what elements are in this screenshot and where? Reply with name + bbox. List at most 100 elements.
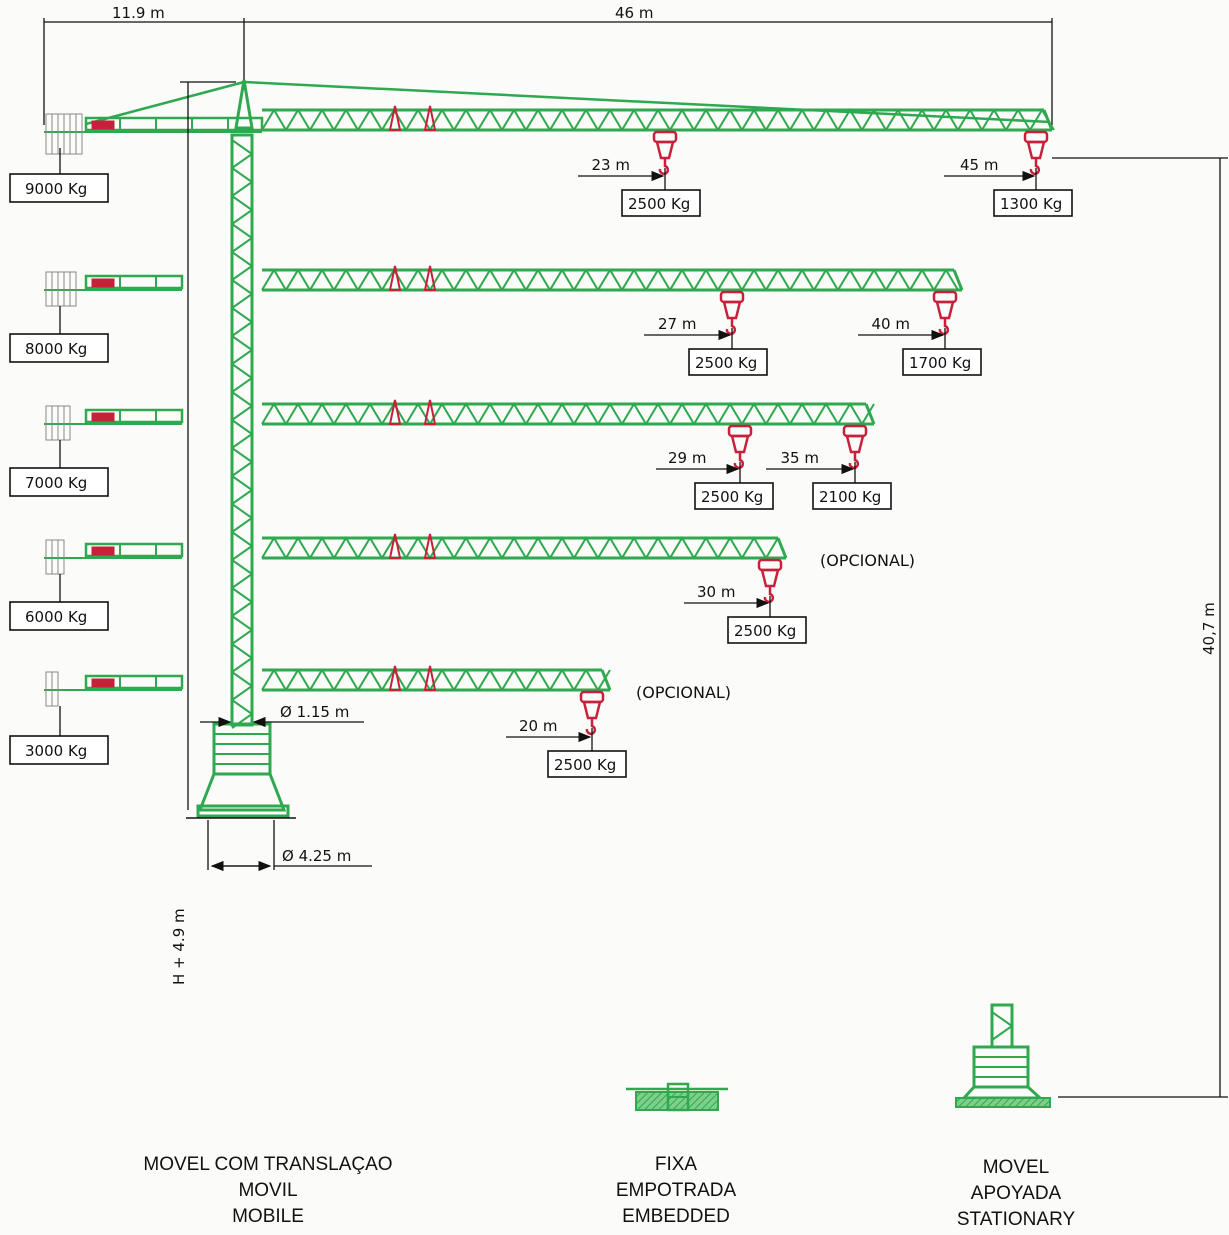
jib-truss [261,399,876,426]
hook-block [730,434,750,454]
winch-motor [91,278,115,288]
counterweight-stack: 8000 Kg [9,271,109,363]
trolley [757,558,783,572]
jib-truss [261,265,964,292]
radius-label: 23 m [592,156,630,174]
capacity-box [688,348,768,376]
capacity-box [812,482,892,510]
embedded-base-drawing [626,1082,728,1112]
trolley [652,130,678,144]
trolley [719,290,745,304]
capacity-box [621,189,701,217]
capacity-label: 1700 Kg [909,354,971,372]
counterweight-stack: 3000 Kg [9,671,109,765]
caption-line: APOYADA [970,1183,1062,1204]
counterweight-label: 6000 Kg [25,608,87,626]
load-point: 30 m 2500 Kg [684,558,807,644]
optional-note: (OPCIONAL) [820,551,915,570]
capacity-box [694,482,774,510]
mast-width-label: Ø 1.15 m [280,703,349,721]
hook-block [935,300,955,320]
load-point: 29 m 2500 Kg [656,424,774,510]
counterweight-box [9,735,109,765]
winch-motor [91,546,115,556]
radius-label: 35 m [781,449,819,467]
winch-motor [91,120,115,130]
jib-truss [261,533,788,560]
radius-label: 29 m [668,449,706,467]
counter-jib [44,274,184,291]
jib-row: 3000 Kg 20 m 2500 Kg (OPCIONAL) [9,665,731,778]
counter-jib [44,408,184,425]
capacity-box [993,189,1073,217]
counterweight-stack: 9000 Kg [9,113,109,203]
counter-jib [44,116,264,133]
load-point: 20 m 2500 Kg [506,690,627,778]
radius-label: 27 m [658,315,696,333]
radius-label: 45 m [960,156,998,174]
optional-note: (OPCIONAL) [636,683,731,702]
counterweight-box [9,601,109,631]
base-width-label: Ø 4.25 m [282,847,351,865]
jib-length-label: 46 m [615,4,653,22]
hook-block [722,300,742,320]
counter-jib-length-label: 11.9 m [112,4,165,22]
counterweight-stack: 7000 Kg [9,405,109,497]
tower-base [186,722,296,819]
capacity-label: 2500 Kg [701,488,763,506]
trolley [1023,130,1049,144]
counterweight-label: 7000 Kg [25,474,87,492]
caption-line: MOVEL COM TRANSLAÇAO [143,1154,393,1175]
base-width-dimension: Ø 4.25 m [207,820,372,872]
stationary-base-drawing [955,1003,1051,1108]
caption-line: MOVEL [982,1157,1050,1178]
counterweight-box [9,333,109,363]
hook-icon [848,452,860,470]
hook-icon [763,586,775,604]
load-point: 35 m 2100 Kg [766,424,892,510]
capacity-box [902,348,982,376]
capacity-box [727,616,807,644]
trolley [932,290,958,304]
counter-jib [44,542,184,559]
hook-icon [725,318,737,336]
top-dimensions: 11.9 m 46 m [43,4,1053,125]
counterweight-label: 9000 Kg [25,180,87,198]
winch-motor [91,678,115,688]
counterweight-label: 8000 Kg [25,340,87,358]
load-point: 23 m 2500 Kg [578,130,701,217]
hook-block [655,140,675,160]
load-point: 27 m 2500 Kg [644,290,768,376]
radius-label: 30 m [697,583,735,601]
stationary-height-label: 40,7 m [1200,602,1218,655]
hook-block [845,434,865,454]
caption-mobile-translation: MOVEL COM TRANSLAÇAO MOVIL MOBILE [118,1152,418,1230]
caption-line: STATIONARY [956,1209,1076,1230]
hook-icon [733,452,745,470]
trolley [727,424,753,438]
winch-motor [91,412,115,422]
caption-line: EMPOTRADA [615,1180,737,1201]
caption-line: FIXA [654,1154,698,1175]
hook-icon [1029,158,1041,176]
hook-icon [585,718,597,736]
tower-height-label: H + 4.9 m [170,908,188,985]
capacity-label: 2100 Kg [819,488,881,506]
height-dimension: H + 4.9 m [170,81,236,985]
radius-label: 20 m [519,717,557,735]
counterweight-stack: 6000 Kg [9,539,109,631]
stationary-height-dimension: 40,7 m [1052,157,1228,1098]
hook-icon [658,158,670,176]
jib-row: 7000 Kg 29 m 2500 Kg 35 m 2100 Kg [9,399,892,510]
trolley [842,424,868,438]
hook-icon [938,318,950,336]
capacity-label: 2500 Kg [695,354,757,372]
capacity-label: 2500 Kg [734,622,796,640]
capacity-label: 2500 Kg [554,756,616,774]
capacity-label: 2500 Kg [628,195,690,213]
hook-block [1026,140,1046,160]
trolley [579,690,605,704]
